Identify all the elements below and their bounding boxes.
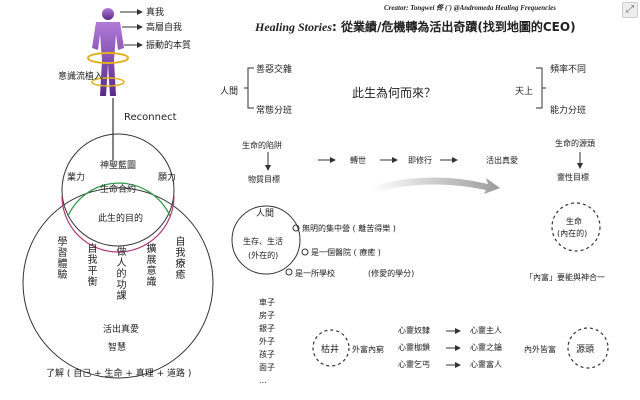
slave-label: 心靈奴隸 [398,326,430,335]
page-title: Healing Stories: 從業績/危機轉為活出奇蹟(找到地圖的CEO) [255,18,576,35]
column-homework: 做人的功課 [114,246,125,301]
life-trap-label: 生命的陷阱 [242,141,282,150]
swoosh-arrow-icon [372,177,500,194]
inner-outer-rich-label: 內外皆富 [524,345,556,354]
inner-label: (內在的) [557,229,588,238]
inner-rich-union-label: 「內富」要能與神合一 [525,273,605,282]
sacred-blueprint-label: 神聖藍圖 [100,161,137,171]
vow-label: 願力 [158,173,177,183]
life-purpose-label: 此生的目的 [98,214,144,224]
column-expand: 擴展意識 [144,243,155,287]
life-label: 生命 [566,217,582,226]
formula-label: 了解 ( 自己 + 生命 + 真理 + 道路 ) [46,369,192,379]
possessions-list: 車子 房子 銀子 外子 孩子 面子 … [259,296,275,387]
life-contract-label: 生命合約 [100,185,137,195]
true-self-label: 真我 [146,8,165,18]
key-label: 心靈之鑰 [470,343,502,352]
possession-item: 銀子 [259,324,275,333]
live-love-flow-label: 活出真愛 [486,156,518,165]
implant-label: 意識流植入 [58,72,104,82]
earth-item-hospital: 是一個醫院 ( 療癒 ) [311,248,381,257]
good-evil-label: 善惡交雜 [256,65,293,75]
karma-label: 業力 [67,173,86,183]
human-figure-icon [87,8,129,96]
spiritual-goal-label: 靈性目標 [557,173,589,182]
reincarnation-label: 轉世 [350,156,366,165]
possession-item: 孩子 [259,350,275,359]
possession-item: 外子 [259,337,275,346]
school-note-label: (修愛的學分) [368,269,415,278]
earth-renjian-label: 人間 [256,209,275,219]
master-label: 心靈主人 [470,326,502,335]
dry-well-label: 枯井 [321,345,340,355]
survival-label: 生存、生活 [243,237,283,246]
wisdom-label: 智慧 [108,343,127,353]
life-source-label: 生命的源頭 [555,139,595,148]
outer-label: (外在的) [248,251,279,260]
title-rest: : 從業績/危機轉為活出奇蹟(找到地圖的CEO) [332,20,576,34]
rich-label: 心靈富人 [470,360,502,369]
practice-label: 即修行 [408,156,432,165]
normal-dist-label: 常態分班 [256,106,293,116]
outer-rich-inner-poor-label: 外富內窮 [352,345,384,354]
earth-item-camp: 無明的集中營 ( 離苦得樂 ) [302,224,396,233]
column-learning: 學習體驗 [55,236,66,280]
earth-item-school: 是一所學校 [295,269,335,278]
source-label: 源頭 [576,345,595,355]
column-healing: 自我療癒 [173,236,184,280]
live-love-label: 活出真愛 [103,325,140,335]
shackle-label: 心靈枷鎖 [398,343,430,352]
reconnect-label: Reconnect [124,112,177,123]
possession-item: … [259,376,267,385]
beggar-label: 心靈乞丐 [398,360,430,369]
ability-label: 能力分班 [550,106,587,116]
column-balance: 自我平衡 [85,243,96,287]
expand-icon[interactable]: ⤢ [622,2,638,18]
credit-line: Creator: Tongwei 佟 (ˊ) @Andromeda Healin… [384,4,557,12]
title-italic: Healing Stories [255,20,333,34]
freq-diff-label: 頻率不同 [550,65,587,75]
material-goal-label: 物質目標 [248,175,280,184]
possession-item: 房子 [259,311,275,320]
vibration-label: 振動的本質 [146,41,192,51]
higher-self-label: 高層自我 [146,23,183,33]
possession-item: 車子 [259,298,275,307]
question-label: 此生為何而來？ [352,86,437,100]
tianshang-label: 天上 [515,87,534,97]
possession-item: 面子 [259,363,275,372]
renjian-label: 人間 [220,87,239,97]
